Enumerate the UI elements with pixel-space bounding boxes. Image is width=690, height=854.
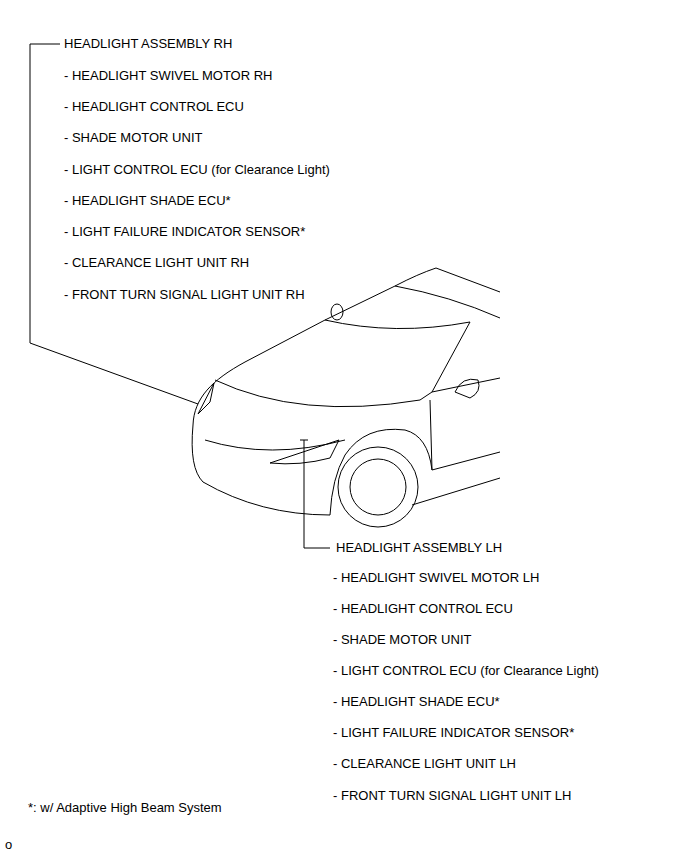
part-label: - SHADE MOTOR UNIT xyxy=(64,130,202,146)
windshield-top xyxy=(395,286,500,318)
part-label: - FRONT TURN SIGNAL LIGHT UNIT RH xyxy=(64,287,305,303)
sill-line xyxy=(412,478,500,505)
a-pillar xyxy=(325,268,436,320)
part-label: - HEADLIGHT CONTROL ECU xyxy=(333,601,513,617)
hood-crease xyxy=(215,380,420,407)
part-label: - SHADE MOTOR UNIT xyxy=(333,632,471,648)
leader-line xyxy=(300,440,308,441)
hood-edge xyxy=(193,320,325,425)
headlight-rh xyxy=(198,383,214,414)
fender-arch xyxy=(330,429,432,515)
part-label: HEADLIGHT ASSEMBLY RH xyxy=(64,36,232,52)
front-wheel xyxy=(338,447,418,527)
wheel-rim xyxy=(350,459,406,515)
door-mirror xyxy=(455,379,479,398)
belt-line xyxy=(420,378,500,400)
footnote: *: w/ Adaptive High Beam System xyxy=(28,800,222,816)
door-mirror xyxy=(331,304,343,320)
part-label: - CLEARANCE LIGHT UNIT RH xyxy=(64,255,249,271)
part-label: - LIGHT CONTROL ECU (for Clearance Light… xyxy=(333,663,599,679)
part-label: - LIGHT CONTROL ECU (for Clearance Light… xyxy=(64,162,330,178)
part-label: - HEADLIGHT SHADE ECU* xyxy=(64,193,231,209)
part-label: - LIGHT FAILURE INDICATOR SENSOR* xyxy=(333,725,574,741)
part-label: - HEADLIGHT SWIVEL MOTOR LH xyxy=(333,570,539,586)
page-mark: o xyxy=(5,837,12,853)
door-line xyxy=(430,400,432,470)
part-label: - HEADLIGHT CONTROL ECU xyxy=(64,99,244,115)
part-label: - LIGHT FAILURE INDICATOR SENSOR* xyxy=(64,224,305,240)
part-label: HEADLIGHT ASSEMBLY LH xyxy=(336,540,502,556)
roof-line xyxy=(436,268,500,292)
part-label: - HEADLIGHT SHADE ECU* xyxy=(333,694,500,710)
side-line xyxy=(432,452,500,470)
windshield-base xyxy=(325,320,470,329)
part-label: - FRONT TURN SIGNAL LIGHT UNIT LH xyxy=(333,788,571,804)
leader-line xyxy=(304,440,330,548)
part-label: - HEADLIGHT SWIVEL MOTOR RH xyxy=(64,68,273,84)
front-bumper xyxy=(192,425,330,515)
part-label: - CLEARANCE LIGHT UNIT LH xyxy=(333,756,516,772)
headlight-lh xyxy=(270,440,339,464)
